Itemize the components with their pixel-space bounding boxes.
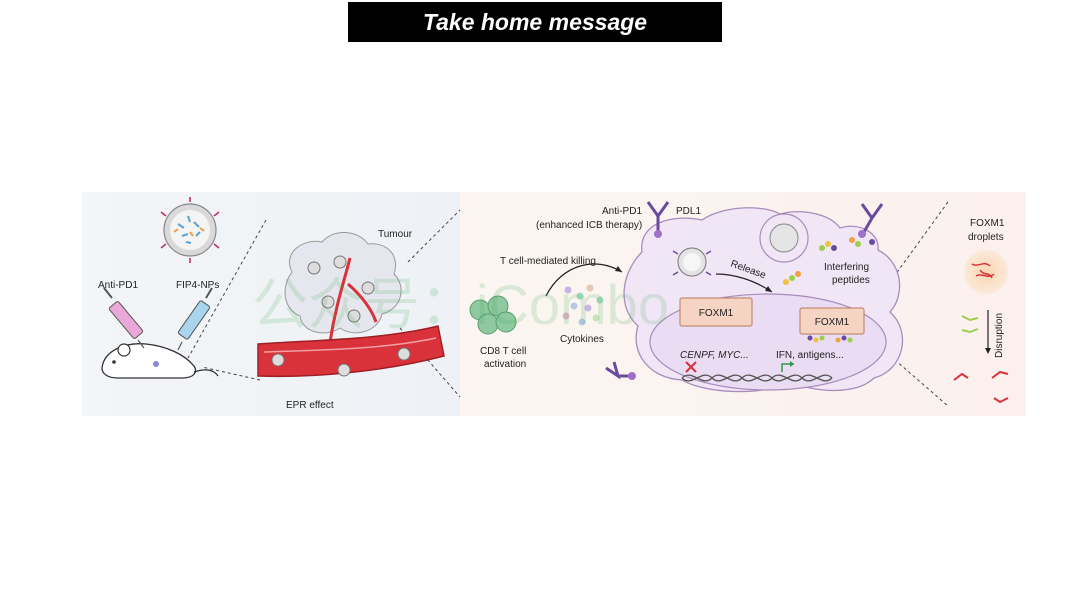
label-interfering-line2: peptides	[832, 275, 870, 286]
peptide-fragments-icon	[953, 315, 1009, 404]
divider-dashed	[407, 209, 461, 263]
divider-dashed	[201, 366, 261, 381]
nanoparticle-icon	[672, 247, 712, 277]
foxm1-box	[799, 307, 865, 335]
label-t-cell-killing: T cell-mediated killing	[500, 256, 596, 267]
label-pdl1: PDL1	[676, 206, 701, 217]
watermark: 公众号：iCombo	[252, 273, 669, 336]
label-genes: CENPF, MYC...	[680, 350, 749, 361]
label-ifn: IFN, antigens...	[776, 350, 844, 361]
label-foxm1-b: FOXM1	[815, 317, 850, 328]
interfering-peptides-icon	[783, 237, 875, 285]
label-droplets-line2: droplets	[968, 232, 1004, 243]
label-anti-pd1-right: Anti-PD1	[602, 206, 642, 217]
inhibition-cross-icon	[685, 361, 697, 373]
cytokines-icon	[562, 284, 604, 326]
label-droplets-line1: FOXM1	[970, 218, 1005, 229]
pdl1-receptor-icon	[858, 203, 884, 238]
label-cd8-line1: CD8 T cell	[480, 346, 526, 357]
mouse-icon	[101, 343, 219, 379]
label-tumour: Tumour	[378, 229, 413, 240]
peptide-beads-icon	[807, 335, 853, 343]
foxm1-droplet-icon	[964, 250, 1008, 294]
label-disruption: Disruption	[994, 313, 1005, 358]
blood-vessel-icon	[257, 325, 445, 378]
mechanism-diagram-svg: Anti-PD1 FIP4-NPs Tumour EPR effect T ce…	[82, 192, 1026, 416]
label-cd8-line2: activation	[484, 359, 526, 370]
pdl1-receptor-icon	[646, 201, 670, 238]
nanoparticle-icon	[160, 197, 220, 263]
divider-dashed	[871, 339, 949, 407]
label-epr-effect: EPR effect	[286, 400, 334, 411]
tumour-icon	[284, 232, 402, 343]
pdl1-receptor-icon	[605, 361, 636, 380]
dna-helix-icon	[681, 374, 833, 382]
cd8-t-cell-icon	[469, 295, 517, 335]
label-foxm1-a: FOXM1	[699, 308, 734, 319]
label-enhanced-icb: (enhanced ICB therapy)	[536, 220, 642, 231]
label-fip4-nps: FIP4-NPs	[176, 280, 219, 291]
mechanism-figure: Anti-PD1 FIP4-NPs Tumour EPR effect T ce…	[82, 192, 1026, 416]
divider-dashed	[187, 219, 267, 359]
syringe-anti-pd1-icon	[103, 287, 145, 349]
label-anti-pd1-left: Anti-PD1	[98, 280, 138, 291]
label-cytokines: Cytokines	[560, 334, 604, 345]
label-interfering-line1: Interfering	[824, 262, 869, 273]
slide-title: Take home message	[348, 2, 722, 42]
foxm1-box	[679, 297, 753, 327]
syringe-fip4-icon	[177, 287, 213, 351]
divider-dashed	[889, 201, 949, 283]
t-cell-killing-arrow	[545, 263, 623, 297]
